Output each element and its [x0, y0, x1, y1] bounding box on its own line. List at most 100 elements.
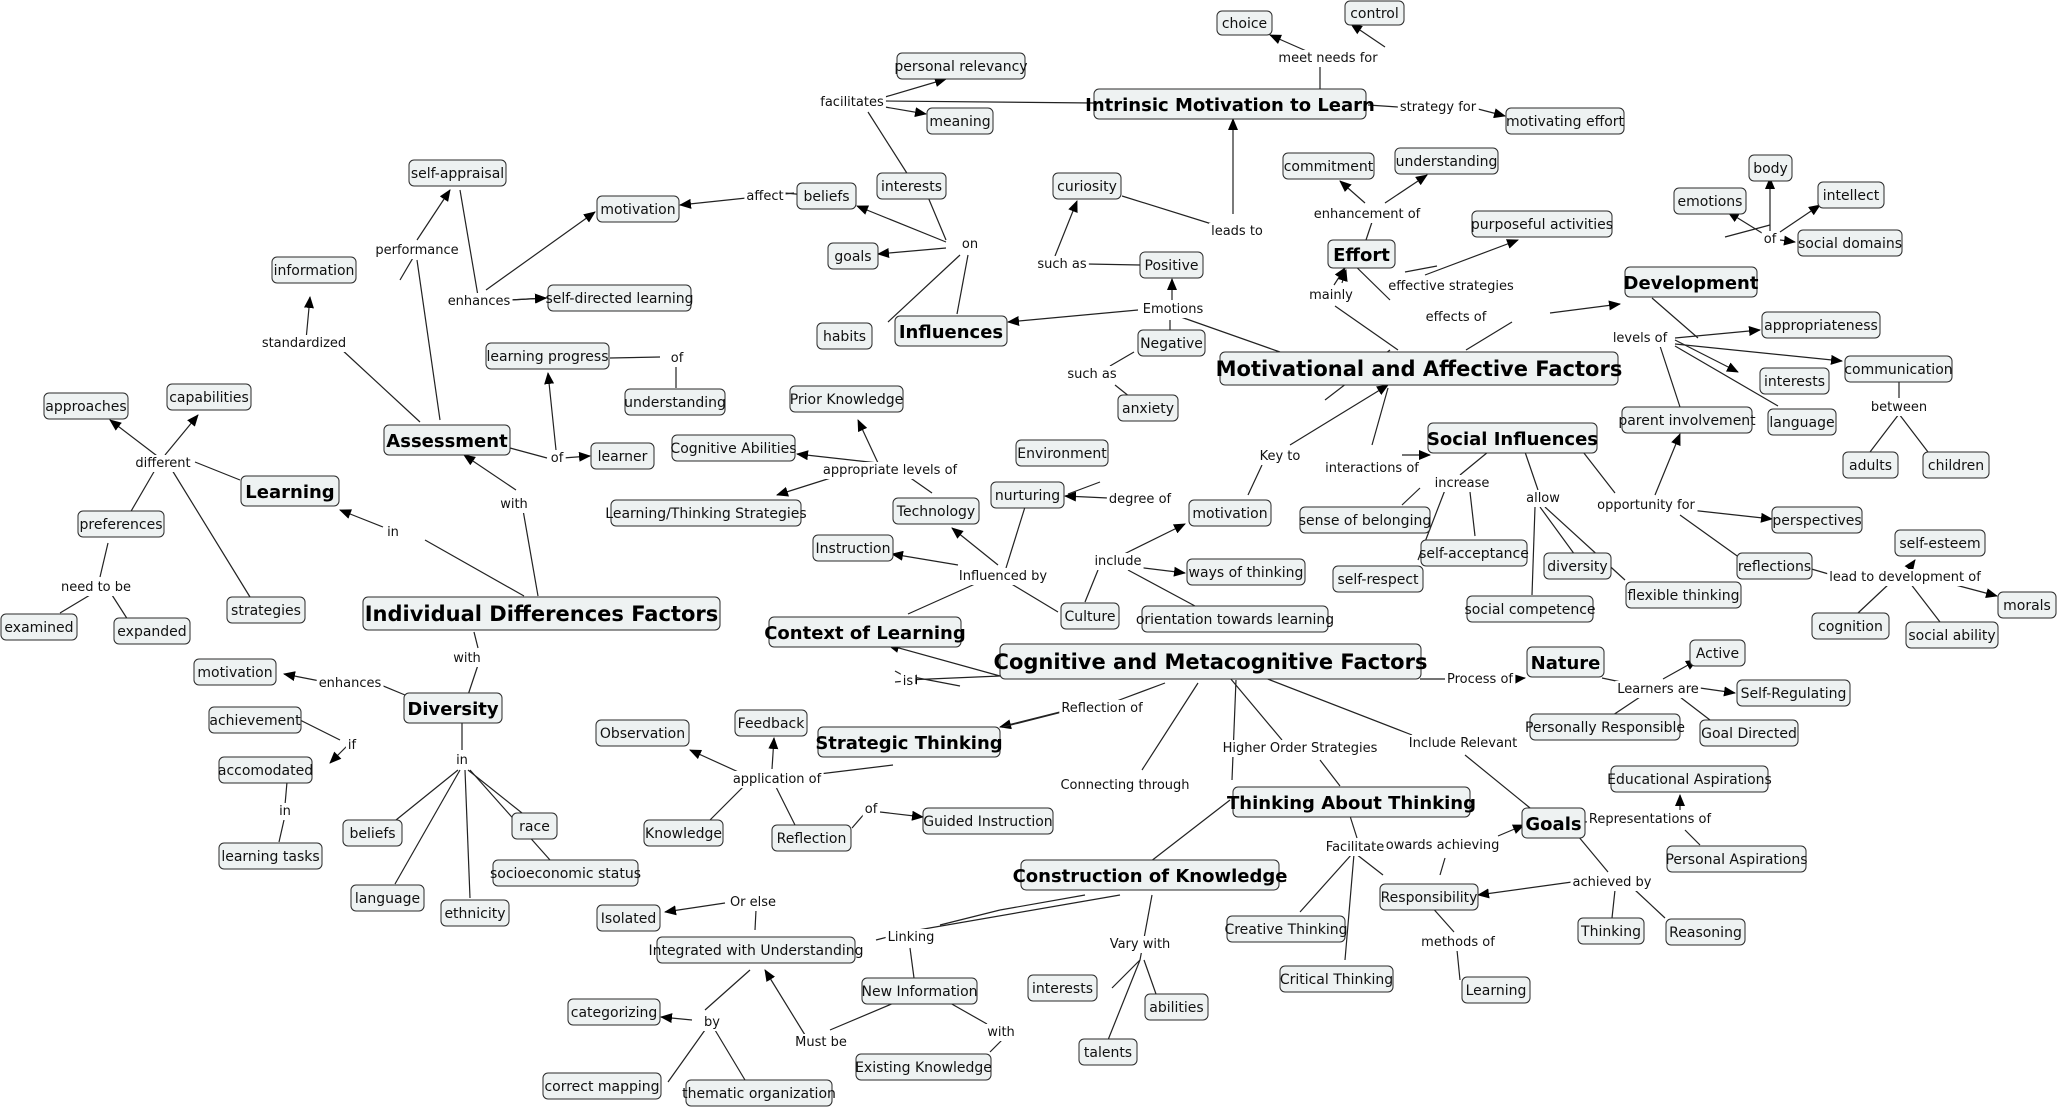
concept-socioeconomic[interactable]: socioeconomic status: [490, 859, 641, 887]
concept-diversity-small[interactable]: diversity: [1543, 552, 1612, 580]
concept-goals[interactable]: Goals: [1521, 807, 1586, 839]
concept-approaches[interactable]: approaches: [43, 392, 129, 420]
concept-strategic-thinking[interactable]: Strategic Thinking: [815, 726, 1003, 758]
concept-meaning[interactable]: meaning: [926, 107, 994, 135]
concept-thematic[interactable]: thematic organization: [682, 1079, 836, 1107]
concept-interests-dev[interactable]: interests: [1759, 367, 1830, 395]
concept-prior-knowledge[interactable]: Prior Knowledge: [789, 385, 904, 413]
concept-development[interactable]: Development: [1624, 266, 1759, 298]
concept-motivating-effort[interactable]: motivating effort: [1505, 107, 1625, 135]
concept-talents[interactable]: talents: [1078, 1038, 1138, 1066]
concept-achievement[interactable]: achievement: [208, 706, 302, 734]
concept-orientation[interactable]: orientation towards learning: [1136, 605, 1334, 633]
concept-motivational[interactable]: Motivational and Affective Factors: [1216, 351, 1623, 386]
concept-cognitive-abilities[interactable]: Cognitive Abilities: [670, 434, 797, 462]
concept-effort[interactable]: Effort: [1327, 239, 1396, 269]
concept-categorizing[interactable]: categorizing: [567, 998, 661, 1026]
concept-emotions[interactable]: emotions: [1673, 187, 1747, 215]
concept-motivation-top[interactable]: motivation: [596, 195, 680, 223]
concept-creative-thinking[interactable]: Creative Thinking: [1224, 915, 1348, 943]
concept-goal-directed[interactable]: Goal Directed: [1699, 719, 1799, 747]
concept-interests-top[interactable]: interests: [876, 172, 947, 200]
concept-existing-knowledge[interactable]: Existing Knowledge: [855, 1053, 992, 1081]
concept-perspectives[interactable]: perspectives: [1771, 506, 1863, 534]
concept-technology[interactable]: Technology: [892, 497, 980, 525]
concept-self-esteem[interactable]: self-esteem: [1894, 529, 1986, 557]
concept-learning[interactable]: Learning: [240, 475, 340, 507]
concept-parent-involvement[interactable]: parent involvement: [1618, 406, 1756, 434]
concept-self-regulating[interactable]: Self-Regulating: [1736, 679, 1851, 707]
concept-nature[interactable]: Nature: [1526, 646, 1605, 678]
concept-examined[interactable]: examined: [0, 613, 78, 641]
concept-personally-responsible[interactable]: Personally Responsible: [1525, 713, 1685, 741]
concept-influences[interactable]: Influences: [894, 315, 1008, 347]
concept-motivation-left[interactable]: motivation: [193, 658, 277, 686]
concept-reflection[interactable]: Reflection: [771, 824, 852, 852]
concept-thinking-about[interactable]: Thinking About Thinking: [1227, 786, 1476, 818]
concept-habits[interactable]: habits: [816, 322, 873, 350]
concept-information[interactable]: information: [271, 256, 357, 284]
concept-reasoning[interactable]: Reasoning: [1665, 918, 1746, 946]
concept-context[interactable]: Context of Learning: [764, 616, 966, 648]
concept-flexible-thinking[interactable]: flexible thinking: [1625, 581, 1742, 609]
concept-positive[interactable]: Positive: [1139, 251, 1204, 279]
concept-nurturing[interactable]: nurturing: [990, 481, 1065, 509]
concept-accomodated[interactable]: accomodated: [218, 756, 313, 784]
concept-reflections[interactable]: reflections: [1736, 552, 1813, 580]
concept-correct-mapping[interactable]: correct mapping: [542, 1072, 662, 1100]
concept-abilities[interactable]: abilities: [1144, 993, 1209, 1021]
concept-self-appraisal[interactable]: self-appraisal: [408, 159, 507, 187]
concept-appropriateness[interactable]: appropriateness: [1761, 311, 1881, 339]
concept-integrated[interactable]: Integrated with Understanding: [648, 936, 864, 964]
concept-adults[interactable]: adults: [1842, 451, 1899, 479]
concept-learning-tasks[interactable]: learning tasks: [218, 842, 323, 870]
concept-personal-aspirations[interactable]: Personal Aspirations: [1665, 845, 1808, 873]
concept-social-influences[interactable]: Social Influences: [1427, 422, 1598, 454]
concept-goals-top[interactable]: goals: [827, 242, 879, 270]
concept-culture[interactable]: Culture: [1060, 602, 1120, 630]
concept-ways-thinking[interactable]: ways of thinking: [1186, 558, 1306, 586]
concept-choice[interactable]: choice: [1216, 10, 1273, 36]
concept-intrinsic[interactable]: Intrinsic Motivation to Learn: [1085, 88, 1375, 120]
concept-personal-relevancy[interactable]: personal relevancy: [894, 52, 1028, 80]
concept-knowledge[interactable]: Knowledge: [643, 819, 724, 847]
concept-learner[interactable]: learner: [590, 442, 655, 470]
concept-morals[interactable]: morals: [1997, 591, 2057, 619]
concept-social-ability[interactable]: social ability: [1905, 621, 1999, 649]
concept-intellect[interactable]: intellect: [1817, 181, 1885, 209]
concept-self-acceptance[interactable]: self-acceptance: [1419, 539, 1529, 567]
concept-active[interactable]: Active: [1689, 639, 1746, 667]
concept-learning-progress[interactable]: learning progress: [485, 342, 610, 370]
concept-educational-aspirations[interactable]: Educational Aspirations: [1607, 765, 1772, 793]
concept-responsibility[interactable]: Responsibility: [1379, 883, 1479, 911]
concept-guided-instruction[interactable]: Guided Instruction: [922, 807, 1054, 835]
concept-thinking[interactable]: Thinking: [1577, 917, 1645, 945]
concept-self-respect[interactable]: self-respect: [1332, 565, 1424, 593]
concept-anxiety[interactable]: anxiety: [1117, 394, 1179, 422]
concept-beliefs-low[interactable]: beliefs: [342, 819, 403, 847]
concept-cognitive[interactable]: Cognitive and Metacognitive Factors: [994, 643, 1428, 680]
concept-strategies[interactable]: strategies: [226, 596, 306, 624]
concept-social-domains[interactable]: social domains: [1797, 229, 1903, 257]
concept-control[interactable]: control: [1344, 0, 1405, 26]
concept-interests-low[interactable]: interests: [1027, 974, 1098, 1002]
concept-race[interactable]: race: [511, 812, 558, 840]
concept-observation[interactable]: Observation: [595, 719, 690, 747]
concept-body[interactable]: body: [1748, 154, 1793, 182]
concept-instruction[interactable]: Instruction: [812, 534, 894, 562]
concept-learning-low[interactable]: Learning: [1461, 976, 1531, 1004]
concept-language-low[interactable]: language: [350, 884, 425, 912]
concept-children[interactable]: children: [1922, 451, 1990, 479]
concept-commitment[interactable]: commitment: [1282, 152, 1375, 180]
concept-individual[interactable]: Individual Differences Factors: [362, 596, 721, 631]
concept-construction[interactable]: Construction of Knowledge: [1013, 859, 1288, 891]
concept-beliefs-top[interactable]: beliefs: [796, 182, 857, 210]
concept-social-competence[interactable]: social competence: [1464, 595, 1596, 623]
concept-assessment[interactable]: Assessment: [383, 424, 511, 456]
concept-new-information[interactable]: New Information: [861, 977, 978, 1005]
concept-expanded[interactable]: expanded: [113, 617, 191, 645]
concept-negative[interactable]: Negative: [1137, 329, 1206, 357]
concept-self-directed[interactable]: self-directed learning: [545, 284, 694, 312]
concept-diversity[interactable]: Diversity: [403, 692, 503, 724]
concept-understanding-top[interactable]: understanding: [1394, 147, 1499, 175]
